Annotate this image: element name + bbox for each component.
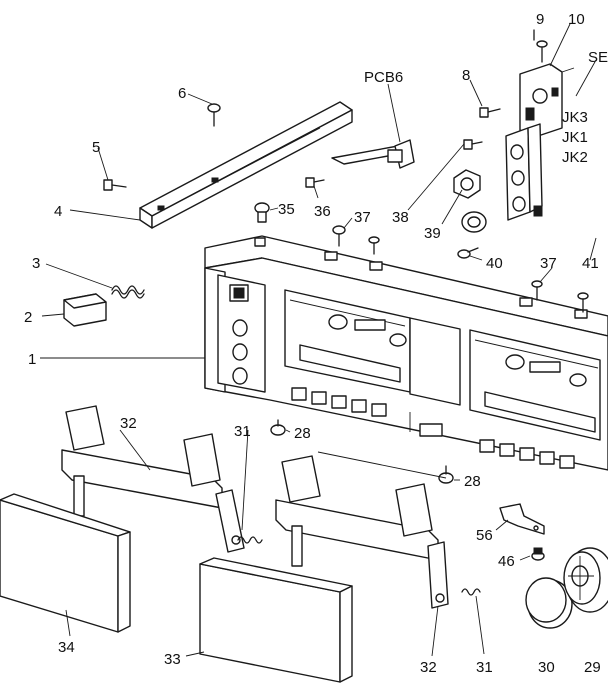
jack-panel bbox=[505, 123, 543, 221]
callout-46: 46 bbox=[498, 553, 515, 570]
screw-part-35 bbox=[254, 202, 270, 223]
callout-40: 40 bbox=[486, 255, 503, 272]
callout-4: 4 bbox=[54, 203, 62, 220]
callout-32-left: 32 bbox=[120, 415, 137, 432]
callout-9: 9 bbox=[536, 11, 544, 28]
callout-3: 3 bbox=[32, 255, 40, 272]
callout-56: 56 bbox=[476, 527, 493, 544]
knob-part-30 bbox=[525, 577, 573, 629]
rail-bracket-part-4 bbox=[139, 101, 353, 229]
callout-37-left: 37 bbox=[354, 209, 371, 226]
callout-1: 1 bbox=[28, 351, 36, 368]
screw-part-8 bbox=[479, 107, 501, 118]
callout-6: 6 bbox=[178, 85, 186, 102]
callout-jk2: JK2 bbox=[562, 149, 588, 166]
screw-part-46 bbox=[531, 547, 545, 561]
screw-part-37-left bbox=[332, 225, 380, 255]
screw-part-5 bbox=[103, 179, 127, 191]
gear-knob-part-29 bbox=[563, 547, 608, 613]
screw-part-36 bbox=[305, 177, 325, 188]
front-chassis-part-1 bbox=[204, 235, 608, 471]
screw-part-40 bbox=[457, 247, 479, 259]
callout-34: 34 bbox=[58, 639, 75, 656]
lever-frame-part-32-left bbox=[61, 405, 245, 553]
push-knob-part-2 bbox=[63, 293, 107, 327]
screw-part-28-left bbox=[270, 419, 286, 436]
callout-31-right: 31 bbox=[476, 659, 493, 676]
spring-part-3 bbox=[111, 285, 145, 299]
callout-30: 30 bbox=[538, 659, 555, 676]
screw-part-28-right bbox=[438, 465, 454, 484]
screw-part-37-right bbox=[531, 280, 589, 313]
screw-part-9 bbox=[533, 29, 548, 63]
cover-panel-part-34 bbox=[0, 493, 131, 633]
pcb6-board bbox=[331, 139, 415, 169]
callout-38: 38 bbox=[392, 209, 409, 226]
callout-jk3: JK3 bbox=[562, 109, 588, 126]
callout-2: 2 bbox=[24, 309, 32, 326]
callout-labels: 1 2 3 4 5 6 8 9 10 SE JK3 JK1 JK2 PCB6 3… bbox=[24, 11, 608, 676]
leader-lines bbox=[40, 23, 597, 657]
callout-33: 33 bbox=[164, 651, 181, 668]
callout-se: SE bbox=[588, 49, 608, 66]
spring-part-31-right bbox=[461, 588, 481, 596]
callout-pcb6: PCB6 bbox=[364, 69, 403, 86]
callout-8: 8 bbox=[462, 67, 470, 84]
callout-jk1: JK1 bbox=[562, 129, 588, 146]
lever-frame-part-32-right bbox=[275, 455, 449, 609]
jack-bracket-part-10 bbox=[519, 63, 575, 139]
callout-41: 41 bbox=[582, 255, 599, 272]
callout-32-right: 32 bbox=[420, 659, 437, 676]
callout-10: 10 bbox=[568, 11, 585, 28]
callout-37-right: 37 bbox=[540, 255, 557, 272]
cover-panel-part-33 bbox=[199, 557, 353, 683]
callout-36: 36 bbox=[314, 203, 331, 220]
callout-28-left: 28 bbox=[294, 425, 311, 442]
callout-39: 39 bbox=[424, 225, 441, 242]
screw-part-6 bbox=[207, 103, 221, 127]
screw-part-38 bbox=[463, 139, 483, 150]
callout-35: 35 bbox=[278, 201, 295, 218]
washer-ring bbox=[461, 211, 487, 233]
callout-28-right: 28 bbox=[464, 473, 481, 490]
callout-31-left: 31 bbox=[234, 423, 251, 440]
hex-nut-part-39 bbox=[453, 169, 481, 199]
bracket-part-56 bbox=[499, 503, 545, 535]
callout-29: 29 bbox=[584, 659, 601, 676]
spring-part-31-left bbox=[237, 536, 263, 544]
callout-5: 5 bbox=[92, 139, 100, 156]
